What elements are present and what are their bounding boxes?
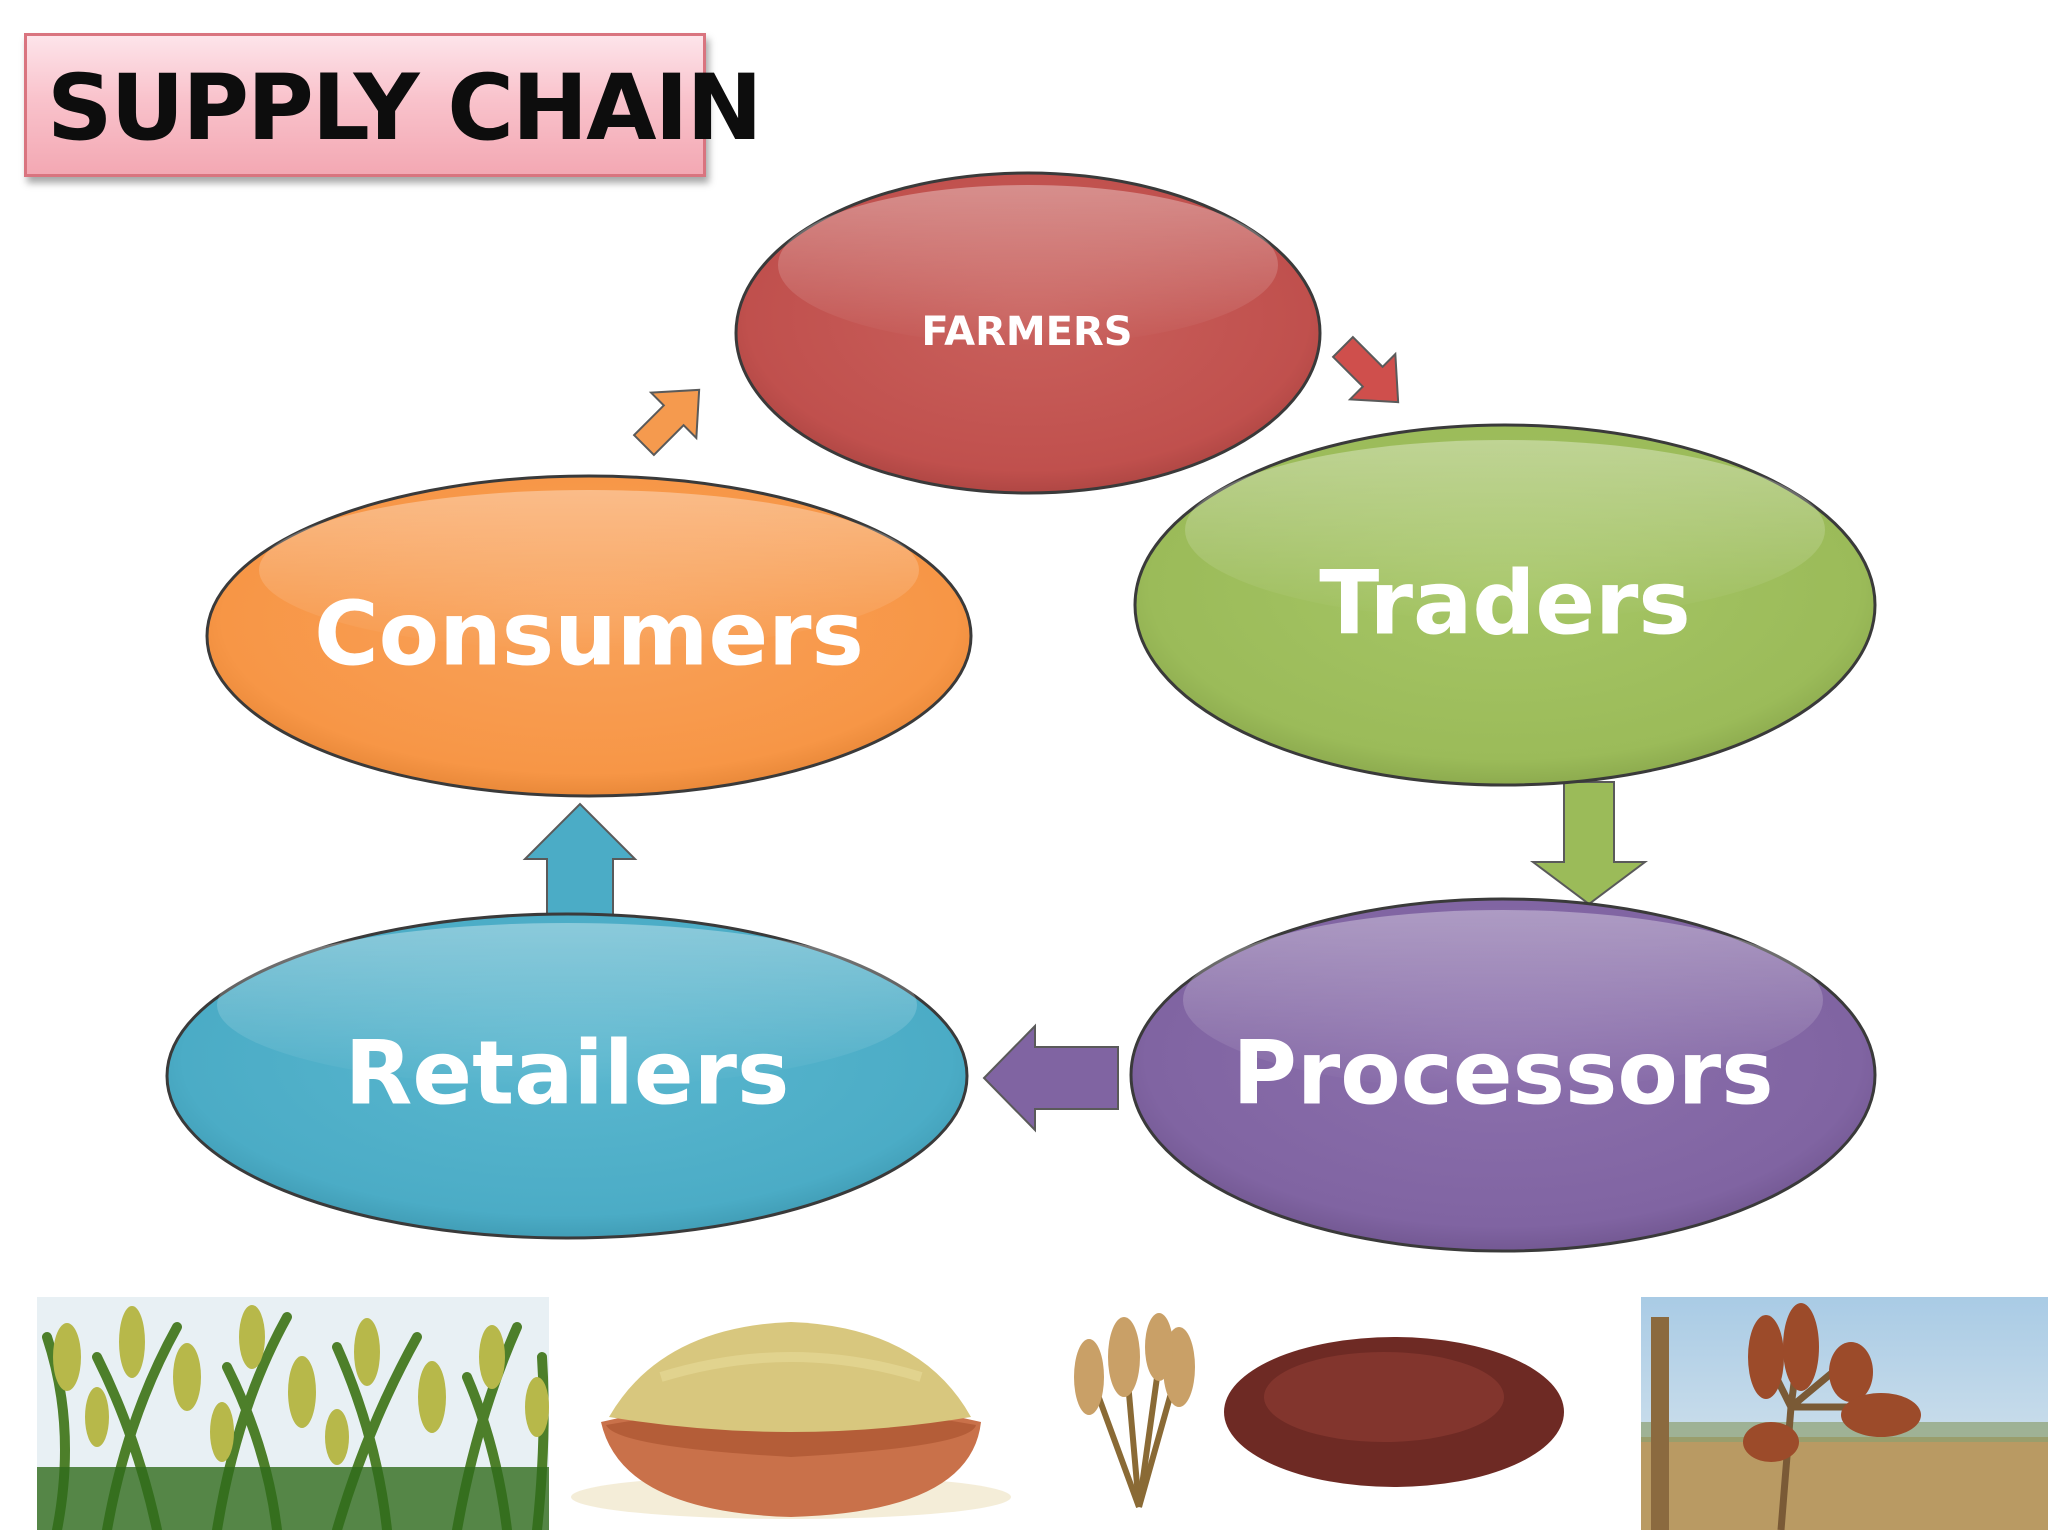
node-consumers-label: Consumers (314, 583, 864, 686)
node-retailers-label: Retailers (345, 1022, 790, 1125)
millet-bowl-photo (551, 1297, 1011, 1530)
node-processors-label: Processors (1232, 1022, 1773, 1125)
title-box: SUPPLY CHAIN (24, 33, 763, 177)
node-retailers: Retailers (165, 912, 969, 1240)
node-farmers: FARMERS (734, 171, 1322, 495)
red-millet-grains-photo (1044, 1297, 1584, 1530)
node-processors: Processors (1129, 897, 1877, 1253)
millet-field-photo (1641, 1297, 2048, 1530)
millet-plants-photo (37, 1297, 549, 1530)
node-traders: Traders (1133, 423, 1877, 787)
slide-title: SUPPLY CHAIN (47, 56, 763, 161)
arrow-retailers-to-consumers (522, 802, 638, 919)
arrow-farmers-to-traders (1331, 335, 1400, 404)
arrow-processors-to-retailers (982, 1023, 1119, 1133)
arrow-traders-to-processors (1530, 781, 1648, 906)
node-consumers: Consumers (205, 474, 973, 798)
node-farmers-label: FARMERS (921, 309, 1132, 355)
arrow-consumers-to-farmers (632, 388, 701, 457)
node-traders-label: Traders (1319, 552, 1691, 655)
